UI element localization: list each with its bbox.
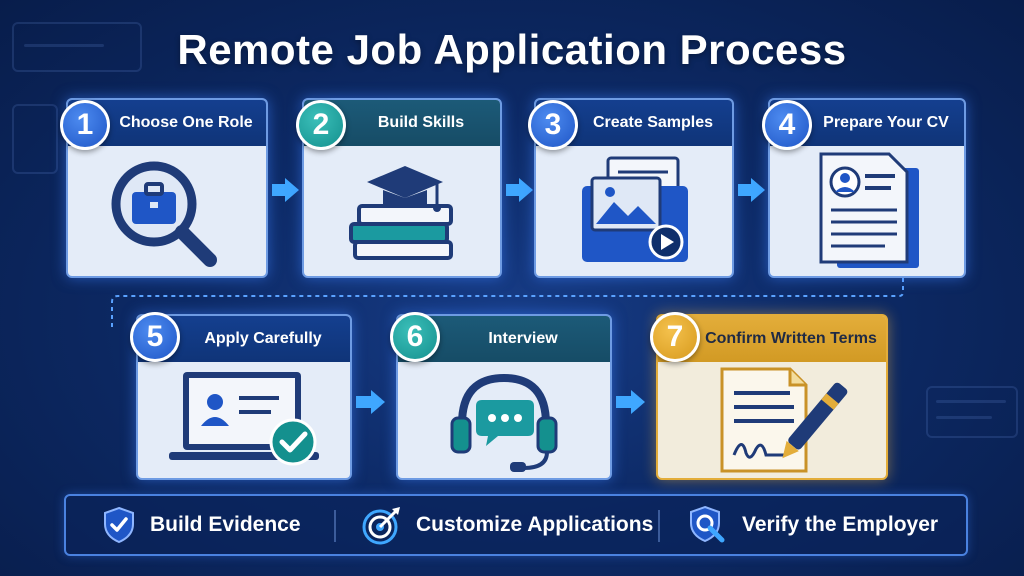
step-label-7: Confirm Written Terms [705, 330, 877, 347]
step-label-2: Build Skills [377, 114, 465, 131]
flow-arrow-head-1 [285, 178, 299, 202]
tips-divider [334, 510, 336, 542]
step-body-4 [770, 146, 964, 276]
step-badge-1: 1 [60, 100, 110, 150]
tip-verify-employer: Verify the Employer [688, 496, 938, 554]
tip-label-1: Build Evidence [150, 513, 301, 536]
step-body-1 [68, 146, 266, 276]
tips-divider [658, 510, 660, 542]
step-badge-4: 4 [762, 100, 812, 150]
background-line [936, 400, 1006, 403]
flow-arrow-3 [738, 184, 752, 196]
tip-label-3: Verify the Employer [742, 513, 939, 536]
step-badge-3: 3 [528, 100, 578, 150]
page-title: Remote Job Application Process [177, 26, 847, 73]
flow-arrow-4 [356, 396, 372, 408]
flow-arrow-head-5 [631, 390, 645, 414]
tips-bar: Build Evidence Customize Applications Ve… [64, 494, 968, 556]
flow-arrow-2 [506, 184, 520, 196]
contract-pen-icon [720, 367, 848, 473]
step-label-3: Create Samples [592, 114, 714, 131]
tip-customize-applications: Customize Applications [362, 496, 653, 554]
step-card-4: Prepare Your CV [768, 98, 966, 278]
step-body-3 [536, 146, 732, 276]
background-line [936, 416, 992, 419]
step-badge-5: 5 [130, 312, 180, 362]
background-search-panel [12, 22, 142, 72]
step-body-7 [658, 362, 886, 478]
flow-arrow-head-4 [371, 390, 385, 414]
flow-arrow-head-2 [519, 178, 533, 202]
portfolio-folder-icon [582, 156, 688, 262]
briefcase-magnifier-icon [111, 161, 217, 267]
headset-chat-icon [450, 373, 558, 472]
shield-search-icon [690, 505, 725, 543]
step-label-4: Prepare Your CV [823, 114, 949, 131]
resume-document-icon [819, 152, 919, 268]
shield-check-icon [104, 506, 134, 544]
graduation-books-icon [349, 166, 453, 260]
background-panel-right [926, 386, 1018, 438]
step-body-2 [304, 146, 500, 276]
flow-arrow-1 [272, 184, 286, 196]
background-line [24, 44, 104, 47]
tip-label-2: Customize Applications [416, 513, 654, 536]
step-card-3: Create Samples [534, 98, 734, 278]
step-label-5: Apply Carefully [204, 330, 322, 347]
step-body-6 [398, 362, 610, 478]
step-badge-7: 7 [650, 312, 700, 362]
laptop-checkmark-icon [169, 372, 319, 466]
step-badge-2: 2 [296, 100, 346, 150]
tip-build-evidence: Build Evidence [102, 496, 301, 554]
step-badge-6: 6 [390, 312, 440, 362]
target-arrow-icon [362, 507, 400, 545]
step-label-6: Interview [488, 330, 558, 347]
step-body-5 [138, 362, 350, 478]
flow-arrow-head-3 [751, 178, 765, 202]
step-label-1: Choose One Role [119, 114, 253, 131]
background-profile-panel [12, 104, 58, 174]
flow-arrow-5 [616, 396, 632, 408]
